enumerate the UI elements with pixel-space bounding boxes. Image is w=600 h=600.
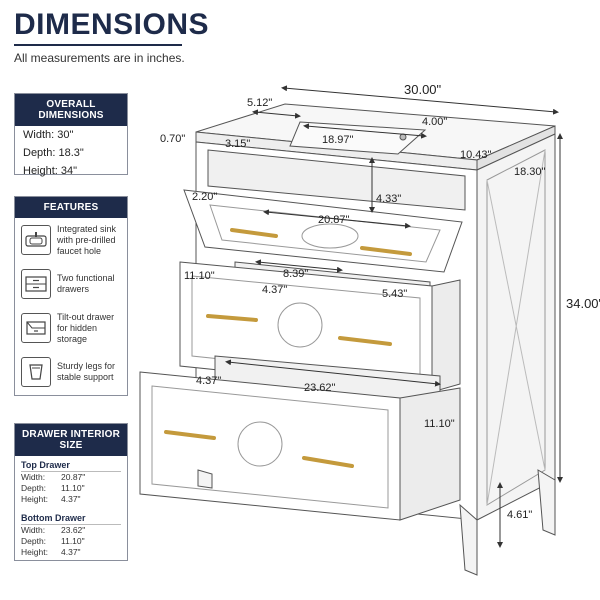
drawer-handle (360, 246, 412, 256)
sink-depth-label: 10.43" (460, 149, 492, 161)
sink-edge-label: 3.15" (225, 138, 251, 150)
leg-icon (21, 357, 51, 387)
drawer-handle (338, 336, 392, 346)
top-thickness-label: 0.70" (160, 133, 186, 145)
features-panel: FEATURES Integrated sink with pre-drille… (14, 196, 128, 396)
drawer-handle (206, 314, 258, 322)
tilt-drawer-icon (21, 313, 51, 343)
leg (197, 469, 213, 489)
feature-item: Integrated sink with pre-drilled faucet … (15, 218, 127, 262)
top-drawer-width-label: 8.39" (283, 268, 309, 280)
feature-item: Tilt-out drawer for hidden storage (15, 306, 127, 350)
top-drawer-side-label: 5.43" (382, 288, 408, 300)
bottom-drawer-width-label: 23.62" (304, 382, 336, 394)
leg (459, 503, 478, 576)
feature-text: Tilt-out drawer for hidden storage (57, 311, 115, 344)
feature-text: Sturdy legs for stable support (57, 361, 116, 382)
drawer-handle (164, 430, 216, 440)
total-depth-label: 18.30" (514, 166, 546, 178)
title-underline (14, 44, 182, 46)
bottom-drawer-height-label: 4.37" (196, 375, 222, 387)
tilt-height-label: 2.20" (192, 191, 218, 203)
top-drawer-label: Top Drawer (21, 460, 70, 470)
feature-text: Two functional drawers (57, 273, 115, 294)
sink-offset-label: 5.12" (247, 97, 273, 109)
drawer-handle (230, 228, 278, 238)
bottom-drawer-label: Bottom Drawer (21, 513, 86, 523)
drawer-interior-heading: DRAWER INTERIOR SIZE (15, 424, 127, 456)
drawer-handle (302, 456, 354, 468)
total-width-label: 30.00" (404, 82, 442, 97)
overall-depth: Depth: 18.3" (23, 147, 84, 159)
sink-icon (21, 225, 51, 255)
top-drawer-depth-label: 11.10" (184, 270, 215, 282)
sink-width-label: 18.97" (322, 134, 354, 146)
feature-item: Two functional drawers (15, 262, 127, 306)
drawer-interior-panel: DRAWER INTERIOR SIZE Top Drawer Width:20… (14, 423, 128, 561)
overall-dimensions-heading: OVERALL DIMENSIONS (15, 94, 127, 126)
drawer-icon (21, 269, 51, 299)
divider (21, 524, 121, 525)
leg (537, 469, 556, 536)
top-drawer-row: Width:20.87" (21, 472, 86, 482)
feature-item: Sturdy legs for stable support (15, 350, 127, 394)
total-height-label: 34.00" (566, 296, 600, 311)
top-drawer-row: Depth:11.10" (21, 483, 85, 493)
bottom-drawer-row: Depth:11.10" (21, 536, 85, 546)
top-drawer-height-label: 4.37" (262, 284, 288, 296)
bottom-drawer-row: Width:23.62" (21, 525, 86, 535)
bottom-drawer (139, 371, 401, 521)
leg-height-label: 4.61" (507, 509, 533, 521)
top-drawer-row: Height:4.37" (21, 494, 81, 504)
overall-dimensions-panel: OVERALL DIMENSIONS Width: 30" Depth: 18.… (14, 93, 128, 177)
bottom-drawer-row: Height:4.37" (21, 547, 81, 557)
features-heading: FEATURES (15, 197, 127, 218)
tilt-width-label: 20.87" (318, 214, 350, 226)
sink-height-label: 4.33" (376, 193, 402, 205)
overall-width: Width: 30" (23, 129, 74, 141)
overall-height: Height: 34" (23, 165, 78, 177)
bottom-drawer-depth-label: 11.10" (424, 418, 455, 430)
page-subtitle: All measurements are in inches. (14, 51, 185, 65)
faucet-offset-label: 4.00" (422, 116, 448, 128)
page-title: DIMENSIONS (14, 8, 210, 41)
feature-text: Integrated sink with pre-drilled faucet … (57, 223, 117, 256)
divider (21, 471, 121, 472)
